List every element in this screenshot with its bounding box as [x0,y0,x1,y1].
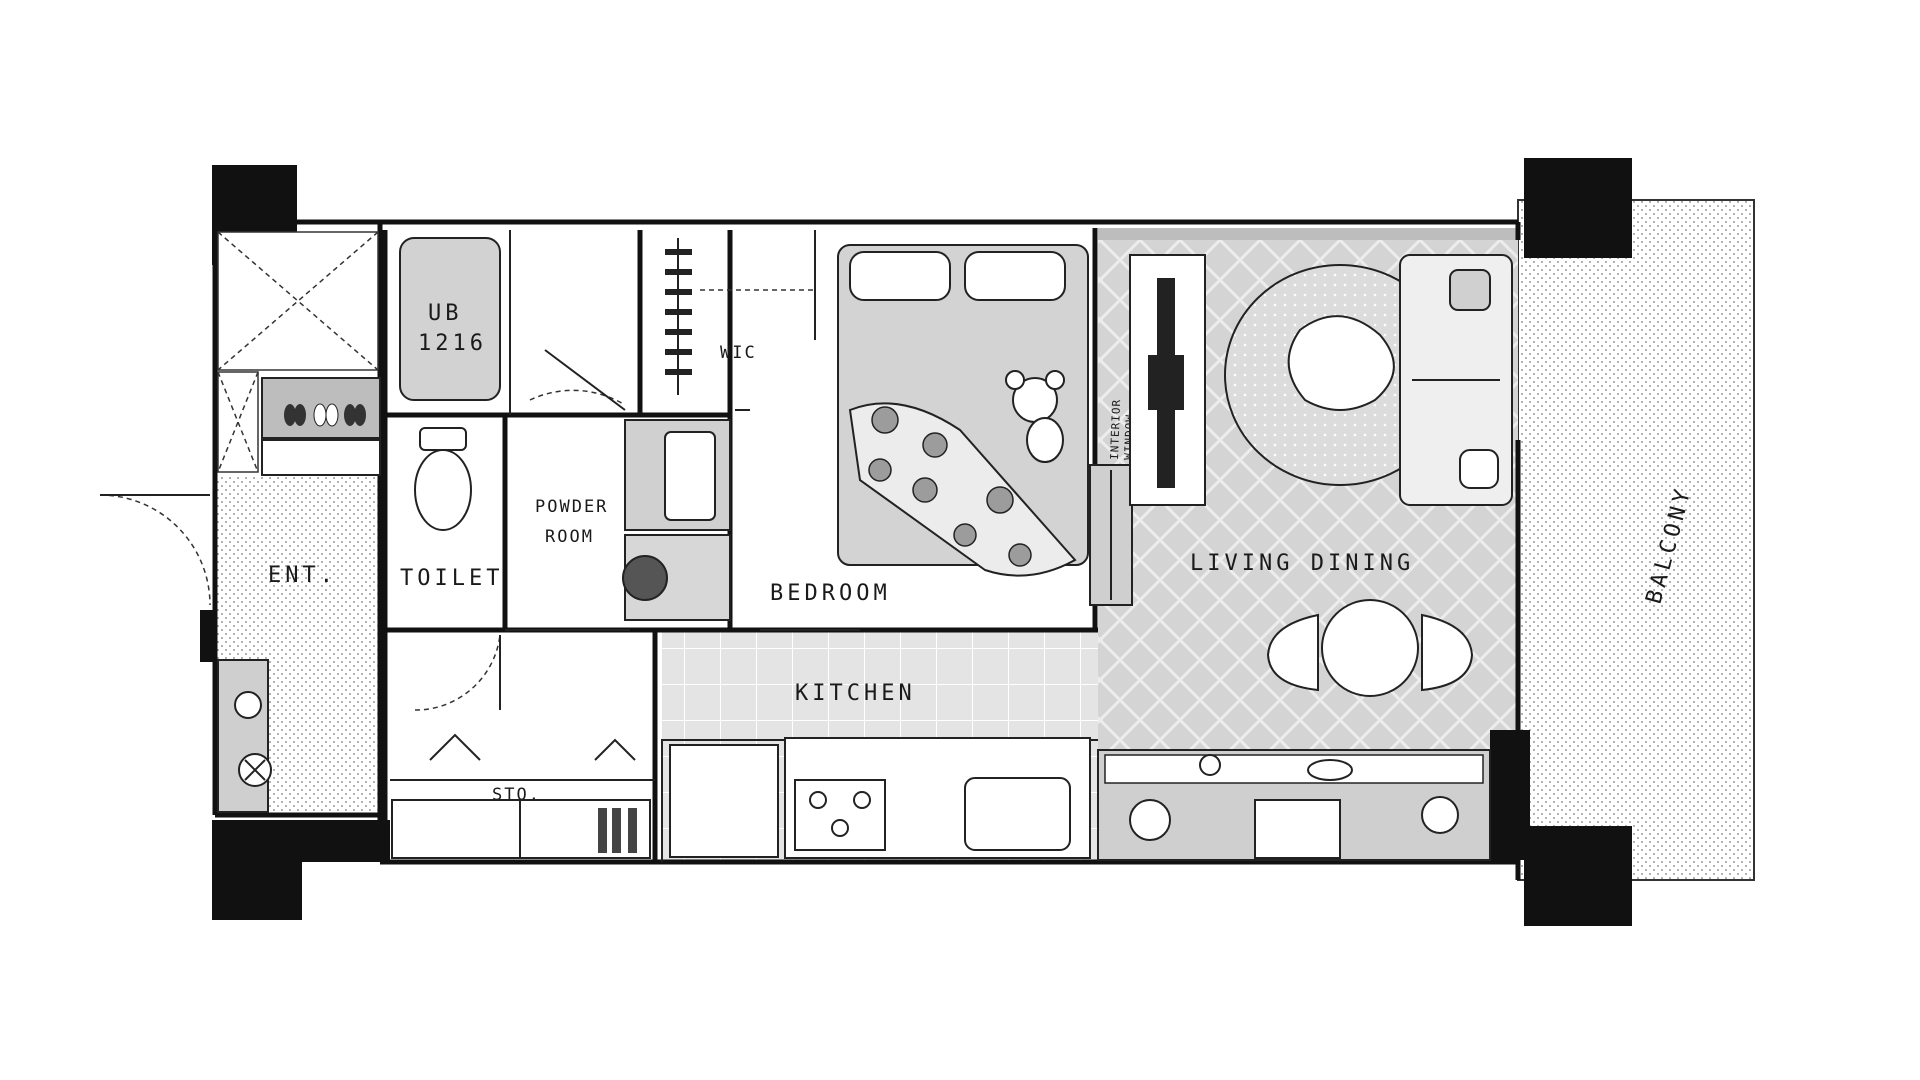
pet-bowl [1307,759,1353,781]
dining-chair-right [1421,613,1474,692]
stove-icon [794,779,886,851]
balcony-area [1517,199,1755,881]
unit-bath-tub [399,237,501,401]
column-bottom-left-ext [290,820,390,862]
pet-bed [1254,799,1341,859]
dining-chair-left [1266,613,1319,692]
column-bottom-right [1524,826,1632,926]
blanket [848,402,1077,577]
column-top-right [1524,158,1632,258]
powder-room-label-2: ROOM [545,527,594,547]
entrance-label: ENT. [268,563,337,588]
entrance-door[interactable] [99,494,211,606]
bath-door[interactable] [529,389,626,406]
column-bottom-left [212,820,302,920]
interior-window-label-1: INTERIOR [1108,399,1123,460]
entrance-cabinet [217,659,269,813]
bowl-icon [234,691,262,719]
shoes-icon [284,403,366,427]
toilet-door[interactable] [414,634,501,711]
dining-table [1321,599,1419,697]
teddy-bear-icon [1005,370,1065,463]
plant-icon [238,753,272,787]
flower-pattern-icon [868,406,1032,567]
refrigerator [669,744,779,858]
bottles-icon [598,808,637,853]
hangers-icon [665,238,692,395]
unit-bath-size: 1216 [418,331,487,356]
column-right-mid [1490,730,1530,860]
pillow-right [964,251,1066,301]
cushion-icon [1449,269,1499,489]
powder-room-label-1: POWDER [535,497,608,517]
toilet-label: TOILET [400,566,503,591]
plant-icon [1129,754,1459,841]
pillow-left [849,251,951,301]
unit-bath-label: UB [428,301,463,326]
toilet-bowl-icon [414,449,472,531]
bedroom-label: BEDROOM [770,581,891,606]
kitchen-sink [964,777,1071,851]
living-dining-label: LIVING DINING [1190,551,1414,576]
wic-label: WIC [720,343,757,363]
kitchen-label: KITCHEN [795,681,916,706]
